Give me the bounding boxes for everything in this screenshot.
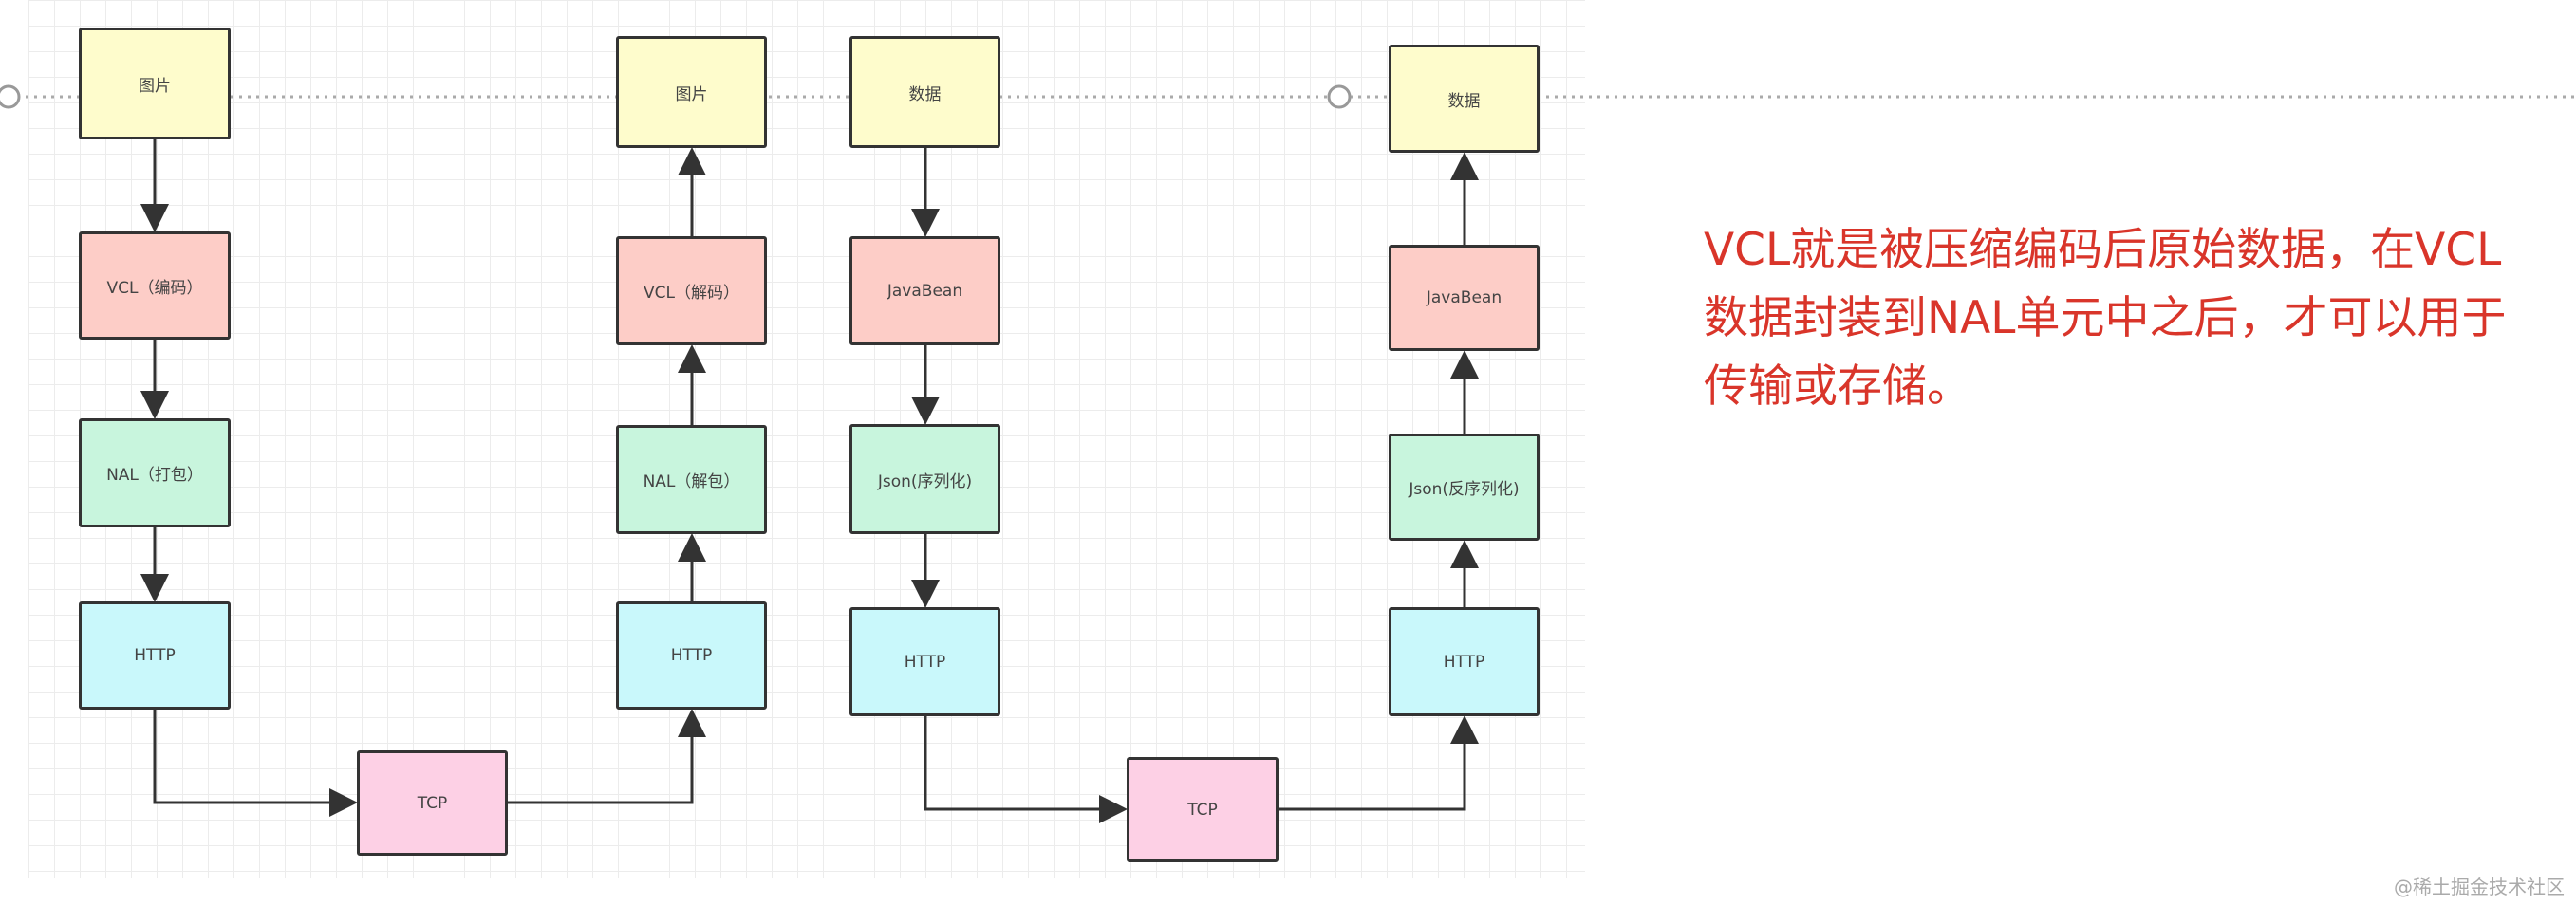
node-tcp-left[interactable]: TCP	[357, 750, 508, 856]
watermark: @稀土掘金技术社区	[2394, 876, 2565, 898]
node-nal-pack[interactable]: NAL（打包）	[79, 418, 231, 527]
node-javabean-source[interactable]: JavaBean	[849, 236, 1000, 345]
node-data-source[interactable]: 数据	[849, 36, 1000, 148]
node-http-receive[interactable]: HTTP	[616, 601, 767, 710]
node-json-deserialize[interactable]: Json(反序列化)	[1389, 434, 1540, 541]
node-javabean-dest[interactable]: JavaBean	[1389, 245, 1540, 351]
node-image-source[interactable]: 图片	[79, 28, 231, 139]
node-http-send[interactable]: HTTP	[79, 601, 231, 710]
arrow	[508, 709, 706, 804]
node-data-dest[interactable]: 数据	[1389, 45, 1540, 153]
node-nal-unpack[interactable]: NAL（解包）	[616, 425, 767, 534]
node-image-dest[interactable]: 图片	[616, 36, 767, 148]
diagram-canvas	[28, 0, 1585, 878]
arrow	[924, 716, 1128, 823]
annotation-note: VCL就是被压缩编码后原始数据，在VCL数据封装到NAL单元中之后，才可以用于传…	[1704, 224, 2507, 413]
node-tcp-right[interactable]: TCP	[1127, 757, 1279, 862]
node-json-serialize[interactable]: Json(序列化)	[849, 424, 1000, 534]
guide-handle	[1327, 84, 1352, 109]
guide-handle	[0, 84, 21, 109]
node-http-receive-2[interactable]: HTTP	[1389, 607, 1540, 716]
arrow	[1279, 715, 1479, 811]
node-vcl-decode[interactable]: VCL（解码）	[616, 236, 767, 345]
node-http-send-2[interactable]: HTTP	[849, 607, 1000, 716]
arrow	[153, 710, 358, 817]
node-vcl-encode[interactable]: VCL（编码）	[79, 231, 231, 340]
